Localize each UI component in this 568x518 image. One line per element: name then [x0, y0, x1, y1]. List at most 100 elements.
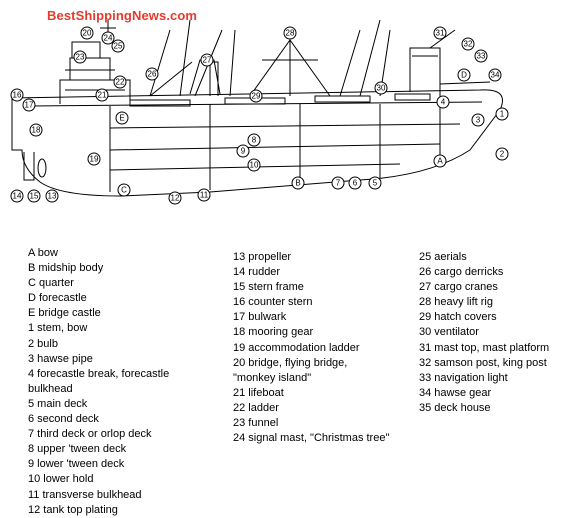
- svg-text:33: 33: [477, 52, 486, 61]
- svg-text:7: 7: [336, 179, 341, 188]
- svg-text:C: C: [121, 186, 127, 195]
- svg-text:2: 2: [500, 150, 505, 159]
- legend-item: 33 navigation light: [419, 371, 508, 384]
- callout-20: 20: [80, 26, 94, 40]
- legend-item: 29 hatch covers: [419, 311, 497, 324]
- legend-column-1: A bow B midship body C quarter D forecas…: [28, 246, 169, 518]
- svg-text:23: 23: [76, 53, 85, 62]
- legend-item: 3 hawse pipe: [28, 352, 93, 365]
- svg-text:E: E: [119, 114, 124, 123]
- svg-text:11: 11: [200, 191, 209, 200]
- callout-15: 15: [27, 189, 41, 203]
- svg-text:26: 26: [148, 70, 157, 79]
- legend-item: 1 stem, bow: [28, 322, 88, 335]
- legend-item: 30 ventilator: [419, 326, 479, 339]
- legend-item: 31 mast top, mast platform: [419, 341, 550, 354]
- legend-item: 5 main deck: [28, 397, 88, 410]
- legend-item: 24 signal mast, "Christmas tree": [233, 432, 390, 445]
- svg-text:25: 25: [114, 42, 123, 51]
- legend-item: 27 cargo cranes: [419, 281, 498, 294]
- legend-item: 34 hawse gear: [419, 386, 492, 399]
- callouts: 1 2 3 4 5 6 7 8 9 10 11 12 13 14 15 16 1…: [10, 26, 509, 205]
- legend-item: 10 lower hold: [28, 473, 94, 486]
- legend-item: 26 cargo derricks: [419, 266, 504, 279]
- legend-item: 16 counter stern: [233, 296, 313, 309]
- legend-item: 11 transverse bulkhead: [28, 488, 142, 501]
- legend-item: 18 mooring gear: [233, 326, 314, 339]
- legend-item: 14 rudder: [233, 266, 281, 279]
- callout-18: 18: [29, 123, 43, 137]
- legend-item: 17 bulwark: [233, 311, 287, 324]
- svg-text:9: 9: [241, 147, 246, 156]
- legend-item: "monkey island": [233, 371, 312, 384]
- svg-text:10: 10: [250, 161, 259, 170]
- svg-text:B: B: [295, 179, 300, 188]
- legend-item: A bow: [28, 247, 58, 259]
- callout-A: A: [433, 154, 447, 168]
- legend-item: 25 aerials: [419, 251, 467, 263]
- callout-7: 7: [331, 176, 345, 190]
- legend-item: 20 bridge, flying bridge,: [233, 356, 348, 369]
- svg-text:27: 27: [203, 56, 212, 65]
- legend-item: 2 bulb: [28, 337, 58, 350]
- svg-text:1: 1: [500, 110, 505, 119]
- callout-3: 3: [471, 113, 485, 127]
- callout-10: 10: [247, 158, 261, 172]
- svg-text:15: 15: [30, 192, 39, 201]
- legend-item: 4 forecastle break, forecastle: [28, 367, 170, 380]
- svg-text:13: 13: [48, 192, 57, 201]
- site-brand[interactable]: BestShippingNews.com: [47, 8, 198, 23]
- callout-9: 9: [236, 144, 250, 158]
- legend-item: 19 accommodation ladder: [233, 341, 360, 354]
- callout-5: 5: [368, 176, 382, 190]
- legend-item: 35 deck house: [419, 401, 491, 414]
- svg-text:17: 17: [25, 101, 34, 110]
- callout-28: 28: [283, 26, 297, 40]
- svg-text:16: 16: [13, 91, 22, 100]
- svg-text:32: 32: [464, 40, 473, 49]
- callout-1: 1: [495, 107, 509, 121]
- legend-item: 9 lower 'tween deck: [28, 458, 125, 471]
- callout-B: B: [291, 176, 305, 190]
- svg-text:12: 12: [171, 194, 180, 203]
- callout-4: 4: [436, 95, 450, 109]
- svg-text:14: 14: [13, 192, 22, 201]
- legend-item: C quarter: [28, 277, 74, 290]
- callout-27: 27: [200, 53, 214, 67]
- legend-item: 21 lifeboat: [233, 386, 284, 399]
- svg-text:20: 20: [83, 29, 92, 38]
- svg-text:21: 21: [98, 91, 107, 100]
- callout-2: 2: [495, 147, 509, 161]
- svg-text:5: 5: [373, 179, 378, 188]
- callout-11: 11: [197, 188, 211, 202]
- legend-item: bulkhead: [28, 382, 73, 395]
- svg-text:4: 4: [441, 98, 446, 107]
- svg-text:3: 3: [476, 116, 481, 125]
- callout-C: C: [117, 183, 131, 197]
- legend-item: 23 funnel: [233, 417, 279, 430]
- ship-diagram: 1 2 3 4 5 6 7 8 9 10 11 12 13 14 15 16 1…: [10, 19, 509, 205]
- legend-item: B midship body: [28, 262, 104, 275]
- legend-item: 12 tank top plating: [28, 503, 118, 516]
- callout-12: 12: [168, 191, 182, 205]
- callout-33: 33: [474, 49, 488, 63]
- legend-item: 6 second deck: [28, 413, 99, 426]
- svg-text:19: 19: [90, 155, 99, 164]
- callout-30: 30: [374, 81, 388, 95]
- callout-32: 32: [461, 37, 475, 51]
- svg-text:28: 28: [286, 29, 295, 38]
- callout-22: 22: [113, 75, 127, 89]
- svg-text:24: 24: [104, 34, 113, 43]
- svg-text:18: 18: [32, 126, 41, 135]
- callout-13: 13: [45, 189, 59, 203]
- callout-6: 6: [348, 176, 362, 190]
- svg-text:29: 29: [252, 92, 261, 101]
- svg-text:8: 8: [252, 136, 257, 145]
- svg-text:6: 6: [353, 179, 358, 188]
- callout-8: 8: [247, 133, 261, 147]
- svg-text:22: 22: [116, 78, 125, 87]
- legend-column-2: 13 propeller 14 rudder 15 stern frame 16…: [233, 250, 389, 446]
- legend-item: 7 third deck or orlop deck: [28, 428, 152, 441]
- legend-column-3: 25 aerials 26 cargo derricks 27 cargo cr…: [419, 250, 549, 416]
- callout-E: E: [115, 111, 129, 125]
